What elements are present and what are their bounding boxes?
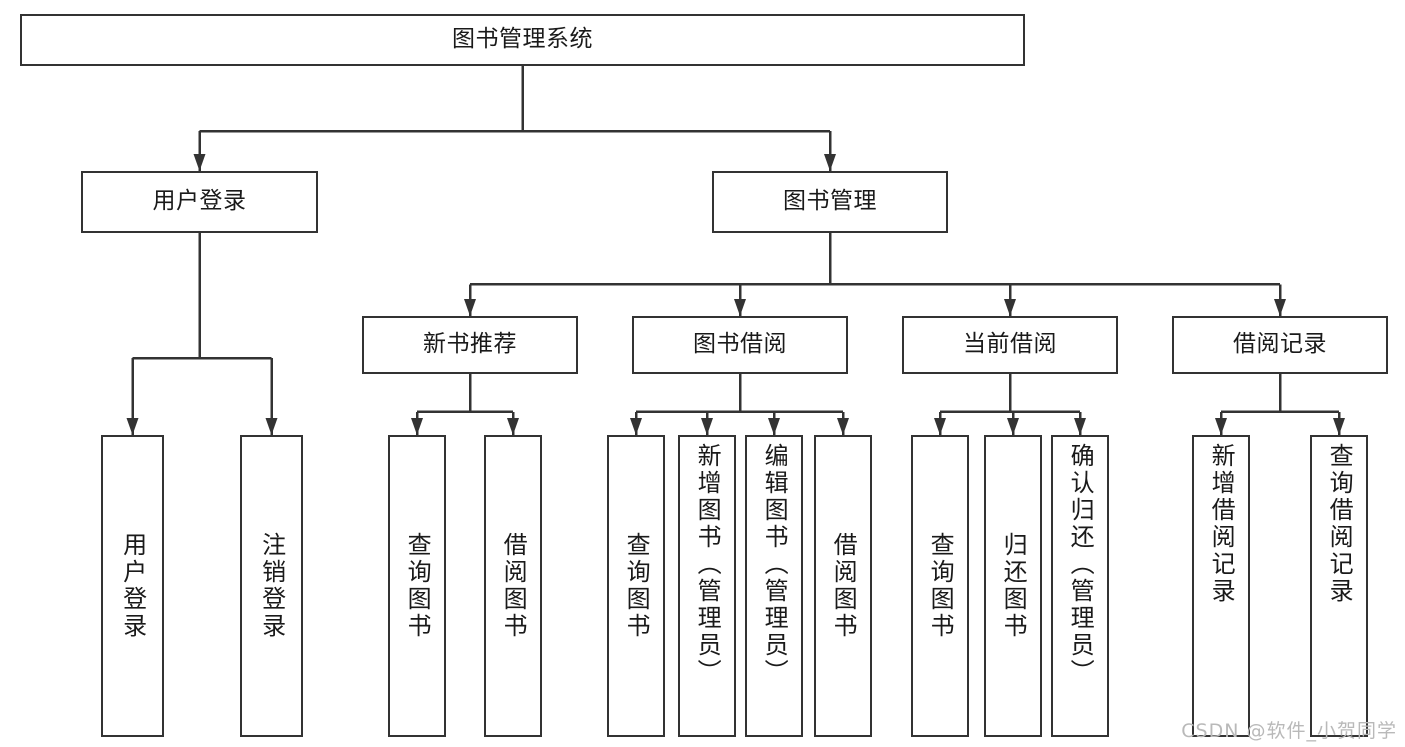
node-c_confirm[interactable]: 确认归还（管理员） [1051, 435, 1109, 737]
node-label-n_query: 查询图书 [403, 532, 432, 640]
watermark-text: CSDN @软件_小贺同学 [1181, 720, 1397, 742]
node-label-r_add: 新增借阅记录 [1207, 443, 1236, 605]
node-label-c_confirm: 确认归还（管理员） [1066, 443, 1095, 686]
node-r_query[interactable]: 查询借阅记录 [1310, 435, 1368, 737]
node-bookmgmt[interactable]: 图书管理 [712, 171, 948, 233]
node-current[interactable]: 当前借阅 [902, 316, 1118, 374]
node-label-b_lend: 借阅图书 [829, 532, 858, 640]
node-label-b_add: 新增图书（管理员） [693, 443, 722, 686]
node-r_add[interactable]: 新增借阅记录 [1192, 435, 1250, 737]
node-b_add[interactable]: 新增图书（管理员） [678, 435, 736, 737]
node-b_query[interactable]: 查询图书 [607, 435, 665, 737]
node-label-c_return: 归还图书 [999, 532, 1028, 640]
node-label-c_query: 查询图书 [926, 532, 955, 640]
node-label-b_edit: 编辑图书（管理员） [760, 443, 789, 686]
node-b_edit[interactable]: 编辑图书（管理员） [745, 435, 803, 737]
node-label-r_query: 查询借阅记录 [1325, 443, 1354, 605]
node-label-borrow: 图书借阅 [693, 331, 787, 358]
node-root[interactable]: 图书管理系统 [20, 14, 1025, 66]
node-label-login: 用户登录 [152, 188, 247, 215]
node-label-bookmgmt: 图书管理 [783, 188, 877, 215]
node-label-n_borrow: 借阅图书 [499, 532, 528, 640]
node-l_logout[interactable]: 注销登录 [240, 435, 303, 737]
node-label-records: 借阅记录 [1233, 331, 1327, 358]
node-label-l_logout: 注销登录 [257, 532, 286, 640]
node-borrow[interactable]: 图书借阅 [632, 316, 848, 374]
node-login[interactable]: 用户登录 [81, 171, 318, 233]
node-newbook[interactable]: 新书推荐 [362, 316, 578, 374]
node-records[interactable]: 借阅记录 [1172, 316, 1388, 374]
node-c_return[interactable]: 归还图书 [984, 435, 1042, 737]
node-n_query[interactable]: 查询图书 [388, 435, 446, 737]
node-c_query[interactable]: 查询图书 [911, 435, 969, 737]
node-label-current: 当前借阅 [963, 331, 1057, 358]
node-n_borrow[interactable]: 借阅图书 [484, 435, 542, 737]
node-l_login[interactable]: 用户登录 [101, 435, 164, 737]
node-label-b_query: 查询图书 [622, 532, 651, 640]
node-label-l_login: 用户登录 [118, 532, 147, 640]
node-label-newbook: 新书推荐 [423, 331, 517, 358]
node-label-root: 图书管理系统 [452, 26, 593, 53]
node-b_lend[interactable]: 借阅图书 [814, 435, 872, 737]
